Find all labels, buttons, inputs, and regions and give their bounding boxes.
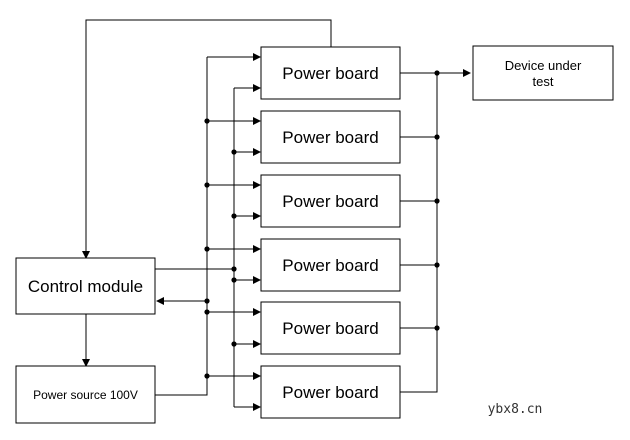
device-under-test-label-line1: Device under bbox=[505, 58, 582, 73]
device-under-test-node: Device under test bbox=[472, 45, 614, 101]
power-board-label: Power board bbox=[282, 383, 378, 402]
power-board-node-5: Power board bbox=[260, 301, 401, 355]
control-module-node: Control module bbox=[15, 257, 156, 315]
output-bus bbox=[400, 73, 438, 393]
watermark: ybx8.cn bbox=[488, 402, 543, 417]
power-board-label: Power board bbox=[282, 64, 378, 83]
connections bbox=[82, 19, 471, 411]
device-under-test-label-line2: test bbox=[533, 74, 554, 89]
power-board-node-6: Power board bbox=[260, 365, 401, 419]
power-board-label: Power board bbox=[282, 319, 378, 338]
power-source-label: Power source 100V bbox=[33, 388, 138, 402]
control-module-label: Control module bbox=[28, 277, 143, 296]
power-board-node-2: Power board bbox=[260, 110, 401, 164]
power-board-node-4: Power board bbox=[260, 238, 401, 292]
power-board-label: Power board bbox=[282, 256, 378, 275]
power-board-node-1: Power board bbox=[260, 46, 401, 100]
power-board-label: Power board bbox=[282, 192, 378, 211]
junctions bbox=[204, 70, 440, 379]
bus-a bbox=[155, 57, 208, 396]
power-board-label: Power board bbox=[282, 128, 378, 147]
feedback-wire bbox=[82, 19, 332, 259]
power-source-node: Power source 100V bbox=[15, 365, 156, 424]
power-board-node-3: Power board bbox=[260, 174, 401, 228]
